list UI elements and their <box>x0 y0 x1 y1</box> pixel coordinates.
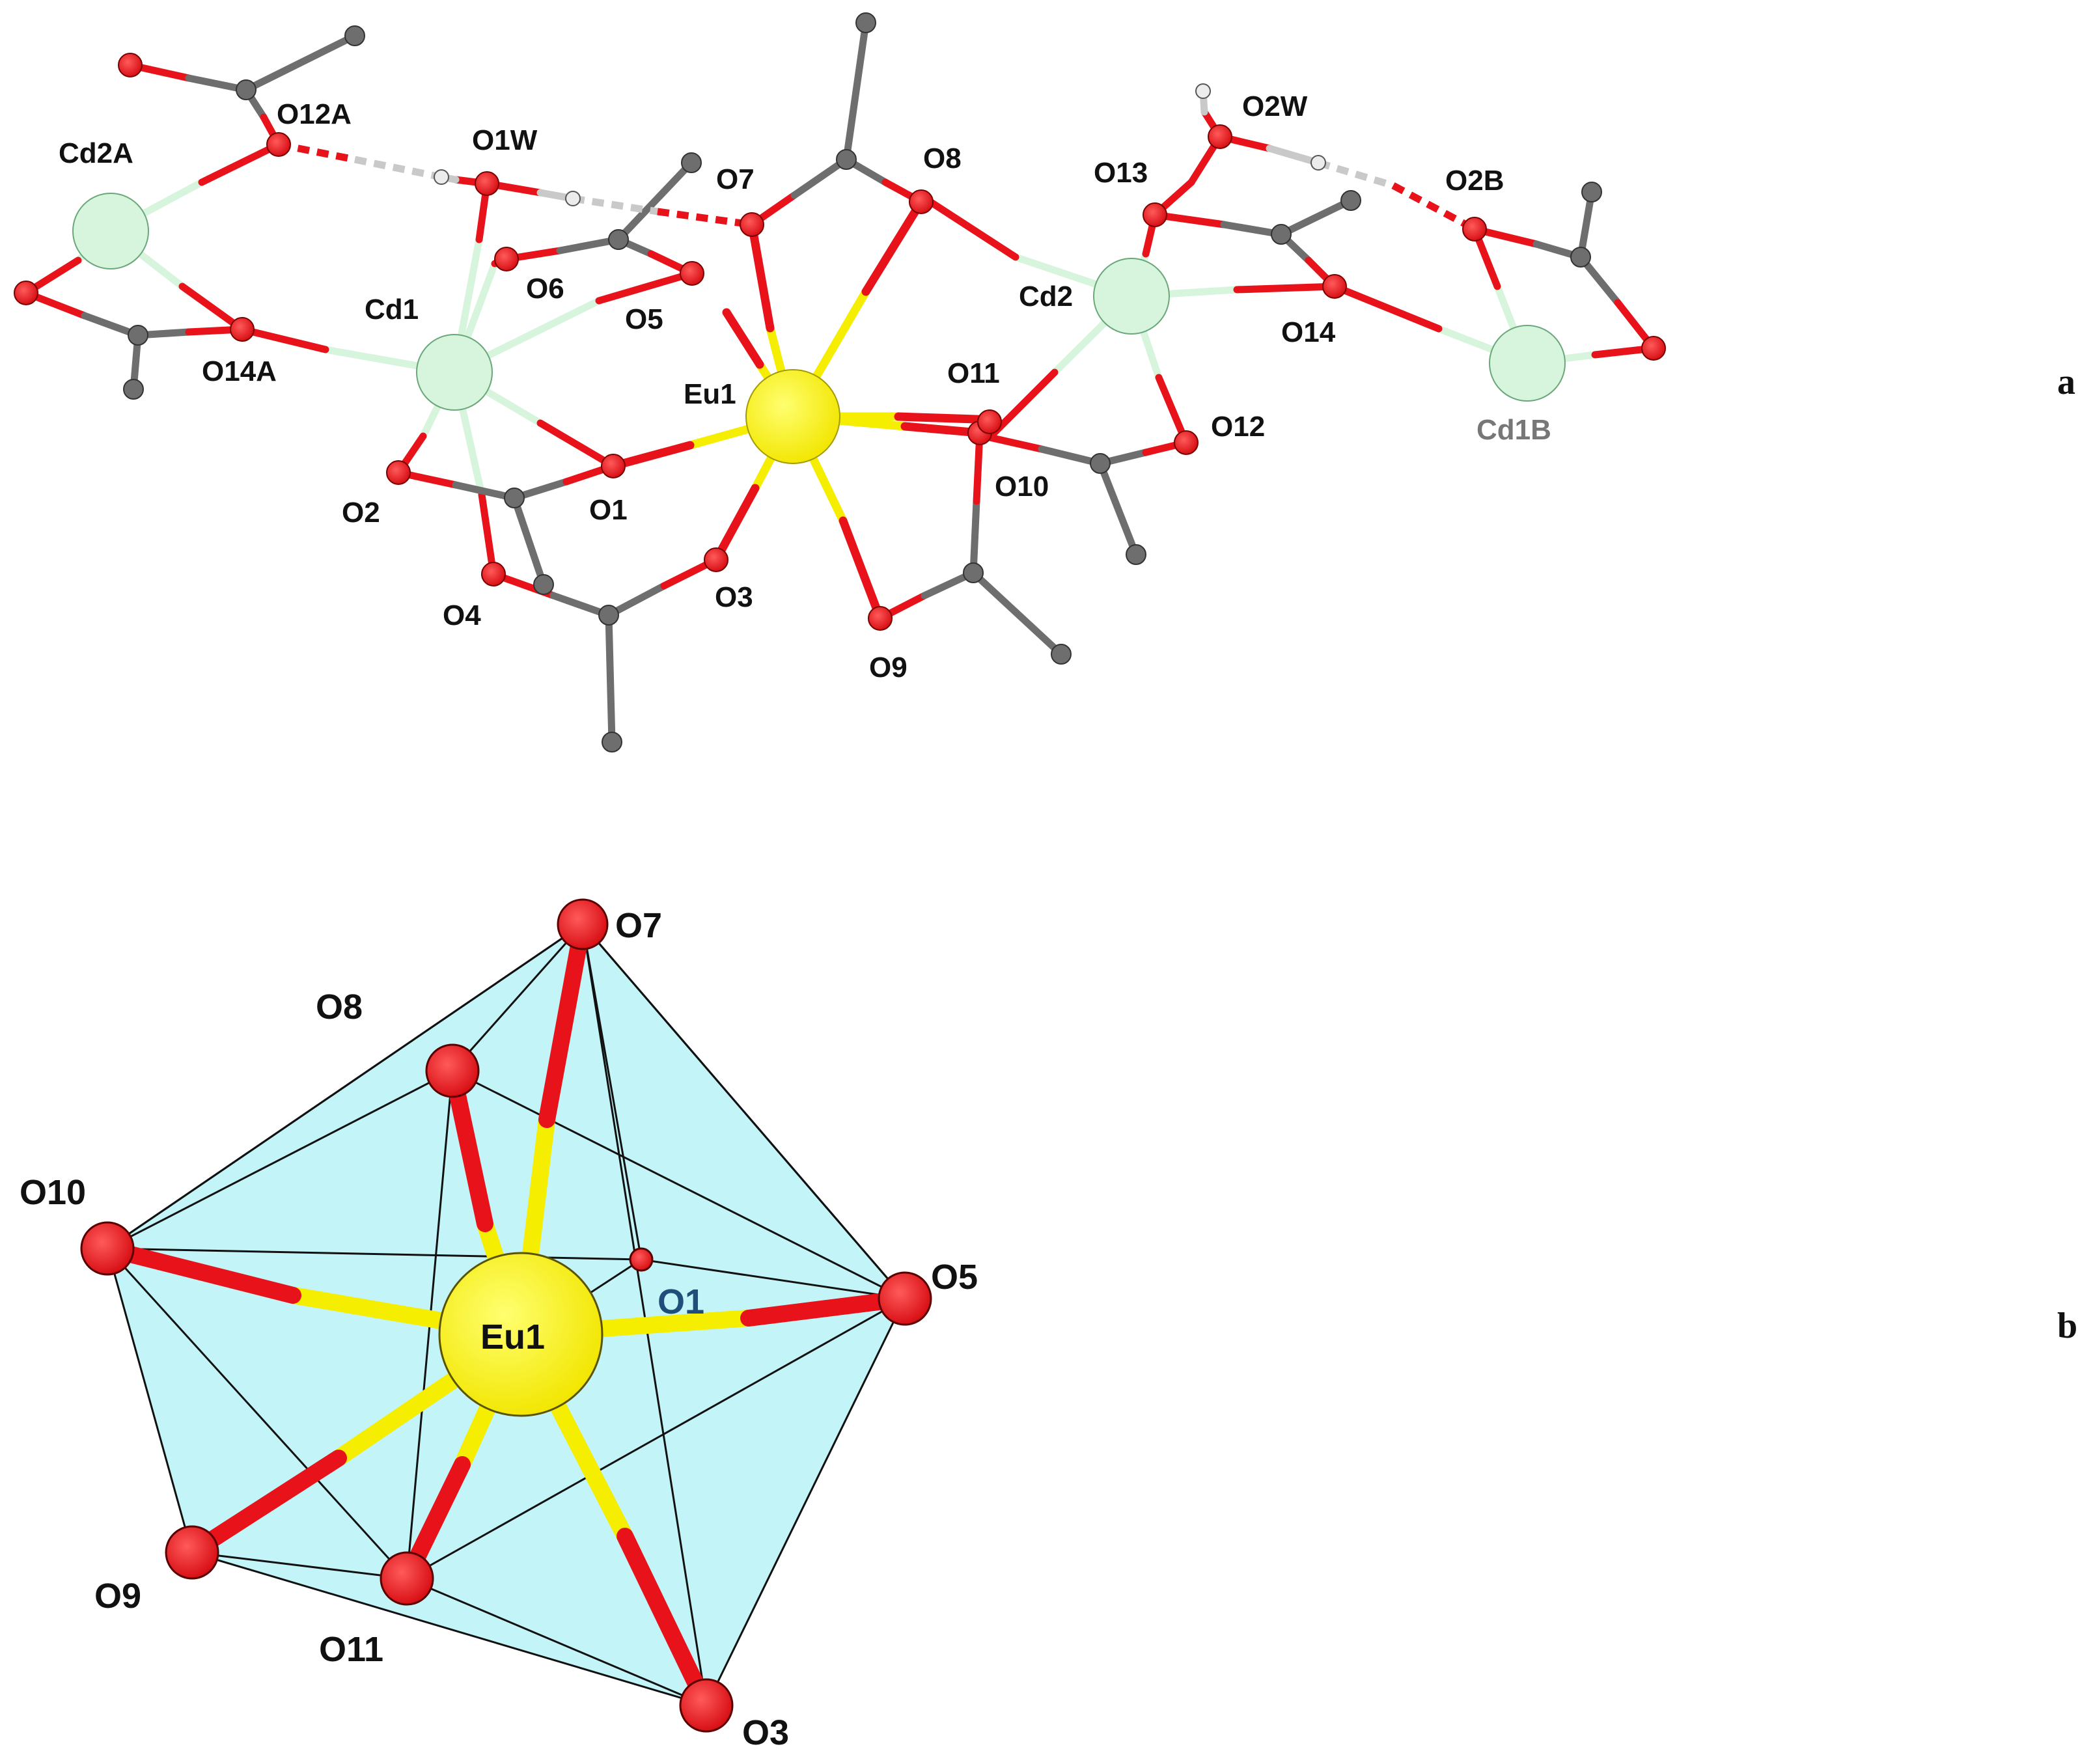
atom-o11 <box>977 409 1002 434</box>
atom-cd2 <box>1093 258 1170 335</box>
label-b-eu1: Eu1 <box>480 1317 545 1357</box>
atom-o1w <box>475 171 499 196</box>
label-b-o7: O7 <box>615 906 662 945</box>
atom-o2b <box>1462 217 1487 241</box>
panel-a-labels: Cd2A O12A O1W O7 O8 O13 O2W O2B Cd1 O6 O… <box>59 90 1551 683</box>
atom-o5 <box>680 261 704 286</box>
atom-o4 <box>481 562 506 586</box>
atom-o8 <box>909 189 934 214</box>
label-o2b: O2B <box>1445 165 1504 197</box>
atom-b-o10 <box>80 1221 135 1276</box>
atom-o6 <box>494 247 519 271</box>
atom-o2 <box>386 460 411 485</box>
label-b-o10: O10 <box>20 1173 86 1212</box>
hydrogen-bonds <box>277 141 1476 232</box>
carbon-atoms <box>123 12 1602 752</box>
label-o8: O8 <box>923 143 962 174</box>
label-o7: O7 <box>716 163 755 195</box>
label-o2w: O2W <box>1242 90 1308 122</box>
atom-o3 <box>704 547 728 572</box>
atom-eu1 <box>745 369 840 464</box>
label-eu1: Eu1 <box>684 378 736 410</box>
atom-b-o3 <box>679 1678 734 1733</box>
atom-o12 <box>1174 430 1199 455</box>
label-o13: O13 <box>1094 157 1148 189</box>
panel-a: Cd2A O12A O1W O7 O8 O13 O2W O2B Cd1 O6 O… <box>14 12 1666 752</box>
label-cd2: Cd2 <box>1019 281 1073 312</box>
atom-o14 <box>1322 274 1347 299</box>
atom-b-o9 <box>165 1525 219 1580</box>
panel-b-labels: O7 O8 O10 O1 O5 Eu1 O9 O11 O3 <box>20 906 978 1752</box>
label-b-o11: O11 <box>319 1630 383 1669</box>
label-o5: O5 <box>625 303 663 335</box>
label-o14: O14 <box>1281 316 1336 348</box>
ligand-bonds <box>22 19 1657 746</box>
label-b-o8: O8 <box>316 987 363 1027</box>
atom-cd1b <box>1489 325 1566 402</box>
label-o2: O2 <box>342 497 380 529</box>
label-o10: O10 <box>995 471 1049 503</box>
label-o4: O4 <box>443 599 481 631</box>
atom-o14a <box>230 317 255 342</box>
atom-cd1 <box>416 334 493 411</box>
label-o11: O11 <box>947 357 1000 389</box>
label-o6: O6 <box>526 273 564 305</box>
panel-b-oxygen-atoms <box>80 898 932 1733</box>
atom-b-o7 <box>557 898 609 950</box>
atom-cd2a <box>72 193 149 269</box>
metal-atoms <box>72 193 1566 464</box>
label-o14a: O14A <box>202 355 277 387</box>
atom-o13 <box>1143 202 1167 227</box>
panel-label-b: b <box>2057 1306 2077 1346</box>
atom-o1 <box>601 454 626 478</box>
label-o3: O3 <box>715 581 753 613</box>
label-o1w: O1W <box>472 124 538 156</box>
label-b-o3: O3 <box>742 1713 789 1752</box>
atom-b-o8 <box>425 1043 480 1098</box>
label-o12a: O12A <box>277 98 352 130</box>
atom-b-o11 <box>380 1551 434 1606</box>
label-cd1: Cd1 <box>365 294 419 325</box>
panel-b: O7 O8 O10 O1 O5 Eu1 O9 O11 O3 <box>20 898 978 1752</box>
label-b-o9: O9 <box>94 1577 141 1616</box>
hydrogen-atoms <box>434 83 1326 206</box>
atom-b-o1 <box>629 1247 654 1272</box>
atom-o7 <box>740 212 764 237</box>
label-o1: O1 <box>589 494 628 526</box>
label-o12: O12 <box>1211 411 1265 443</box>
label-o9: O9 <box>869 652 908 683</box>
atom-b-eu1 <box>438 1252 603 1417</box>
label-cd2a: Cd2A <box>59 137 133 169</box>
label-b-o1: O1 <box>658 1282 704 1321</box>
atom-b-o5 <box>878 1271 932 1326</box>
label-b-o5: O5 <box>931 1258 978 1297</box>
panel-label-a: a <box>2057 362 2075 402</box>
atom-o2w <box>1208 124 1232 149</box>
oxygen-atoms <box>14 53 1666 631</box>
atom-o12a <box>266 132 291 157</box>
label-cd1b: Cd1B <box>1476 414 1551 446</box>
atom-o9 <box>868 606 893 631</box>
